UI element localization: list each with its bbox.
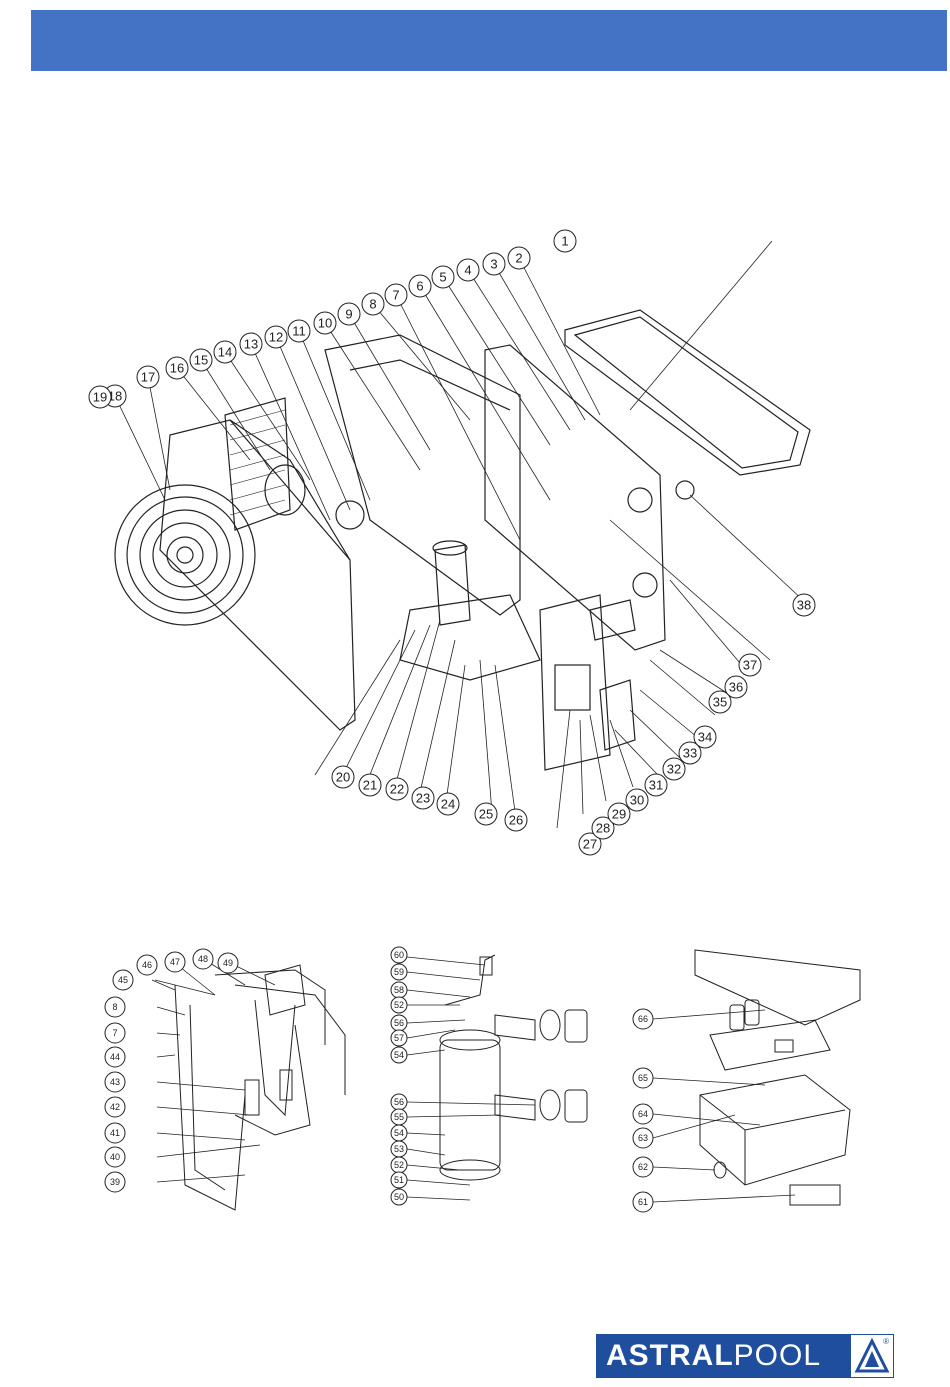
callout-number: 31 bbox=[649, 778, 663, 793]
callout-number: 10 bbox=[318, 316, 332, 331]
callout-number: 46 bbox=[142, 960, 152, 970]
callout-number: 49 bbox=[223, 958, 233, 968]
callout-number: 37 bbox=[743, 658, 757, 673]
callout-number: 55 bbox=[394, 1112, 404, 1122]
callout-number: 4 bbox=[464, 263, 471, 278]
callout-number: 34 bbox=[698, 730, 712, 745]
callout-number: 8 bbox=[112, 1002, 117, 1012]
callout-number: 33 bbox=[683, 746, 697, 761]
exchanger-diagram: 60 59 58 52 56 57 54 56 55 54 53 52 51 50 bbox=[385, 945, 610, 1220]
callout-number: 25 bbox=[479, 807, 493, 822]
callout-number: 43 bbox=[110, 1077, 120, 1087]
callout-number: 56 bbox=[394, 1018, 404, 1028]
callout-number: 63 bbox=[638, 1133, 648, 1143]
exchanger-callouts: 60 59 58 52 56 57 54 56 55 54 53 52 51 50 bbox=[391, 947, 407, 1205]
callout-number: 30 bbox=[630, 793, 644, 808]
header-bar bbox=[31, 10, 947, 71]
logo-triangle-icon: ® bbox=[850, 1334, 894, 1378]
callout-number: 26 bbox=[509, 813, 523, 828]
callout-number: 58 bbox=[394, 985, 404, 995]
callout-number: 52 bbox=[394, 1160, 404, 1170]
callout-number: 13 bbox=[244, 337, 258, 352]
callout-number: 54 bbox=[394, 1128, 404, 1138]
callout-number: 11 bbox=[292, 324, 306, 339]
callout-number: 39 bbox=[110, 1177, 120, 1187]
callout-number: 17 bbox=[141, 370, 155, 385]
callout-number: 3 bbox=[490, 257, 497, 272]
callout-number: 38 bbox=[797, 598, 811, 613]
callout-number: 27 bbox=[583, 837, 597, 852]
callout-number: 14 bbox=[218, 345, 232, 360]
callout-number: 65 bbox=[638, 1073, 648, 1083]
callout-number: 41 bbox=[110, 1128, 120, 1138]
callout-number: 54 bbox=[394, 1050, 404, 1060]
callout-number: 1 bbox=[561, 234, 568, 249]
callout-number: 6 bbox=[416, 279, 423, 294]
callout-number: 9 bbox=[345, 307, 352, 322]
callout-number: 19 bbox=[93, 390, 107, 405]
callout-number: 45 bbox=[118, 975, 128, 985]
callout-number: 28 bbox=[596, 821, 610, 836]
callout-number: 22 bbox=[390, 782, 404, 797]
callout-number: 64 bbox=[638, 1109, 648, 1119]
callout-number: 56 bbox=[394, 1097, 404, 1107]
piping-diagram: 45 46 47 48 49 8 7 44 43 42 41 40 39 bbox=[95, 945, 365, 1220]
callout-number: 47 bbox=[170, 957, 180, 967]
callout-number: 8 bbox=[369, 297, 376, 312]
callout-number: 24 bbox=[441, 797, 455, 812]
callout-number: 42 bbox=[110, 1102, 120, 1112]
callout-number: 44 bbox=[110, 1052, 120, 1062]
callout-number: 35 bbox=[713, 695, 727, 710]
control-box-diagram: 66 65 64 63 62 61 bbox=[615, 945, 875, 1220]
callout-number: 40 bbox=[110, 1152, 120, 1162]
callout-number: 53 bbox=[394, 1144, 404, 1154]
logo-text: ASTRALPOOL bbox=[596, 1339, 821, 1373]
callout-number: 59 bbox=[394, 967, 404, 977]
callout-number: 7 bbox=[392, 288, 399, 303]
callout-number: 2 bbox=[515, 251, 522, 266]
callout-number: 52 bbox=[394, 1000, 404, 1010]
callout-number: 32 bbox=[667, 762, 681, 777]
callout-number: 57 bbox=[394, 1033, 404, 1043]
callout-number: 62 bbox=[638, 1162, 648, 1172]
callout-number: 29 bbox=[612, 807, 626, 822]
callout-number: 51 bbox=[394, 1175, 404, 1185]
callout-number: 7 bbox=[112, 1028, 117, 1038]
callout-number: 66 bbox=[638, 1014, 648, 1024]
callout-number: 15 bbox=[194, 353, 208, 368]
callout-number: 23 bbox=[416, 791, 430, 806]
callout-number: 61 bbox=[638, 1197, 648, 1207]
callout-number: 50 bbox=[394, 1192, 404, 1202]
control-callouts: 66 65 64 63 62 61 bbox=[633, 1009, 653, 1212]
callout-number: 16 bbox=[170, 361, 184, 376]
callout-number: 48 bbox=[198, 954, 208, 964]
astralpool-logo: ASTRALPOOL ® bbox=[596, 1334, 894, 1378]
callout-number: 5 bbox=[439, 270, 446, 285]
callout-number: 36 bbox=[729, 680, 743, 695]
callout-number: 21 bbox=[363, 778, 377, 793]
callout-number: 60 bbox=[394, 950, 404, 960]
callout-number: 12 bbox=[269, 330, 283, 345]
callout-number: 20 bbox=[336, 770, 350, 785]
